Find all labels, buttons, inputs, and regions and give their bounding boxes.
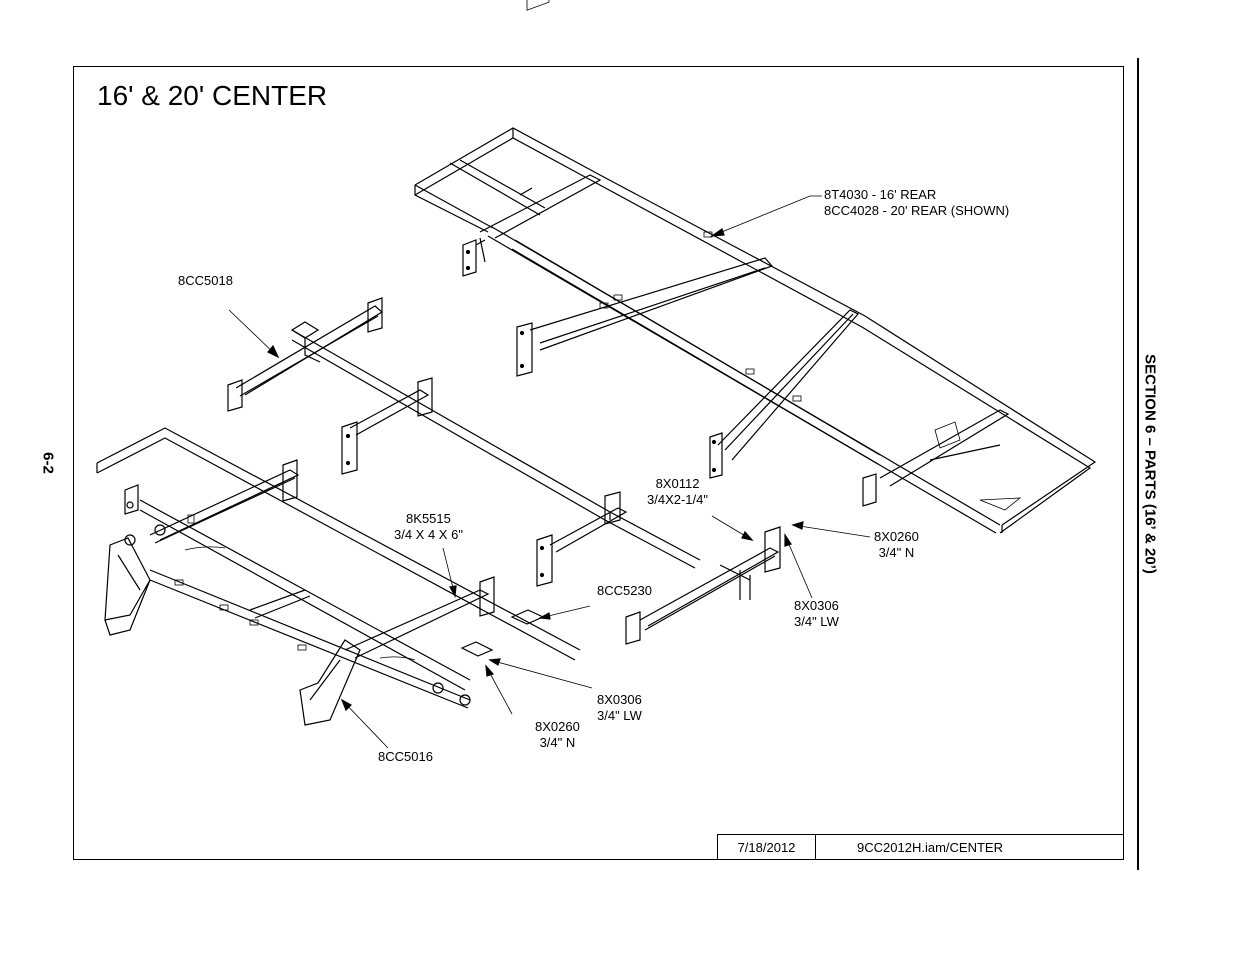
callout-8cc5018: 8CC5018 <box>178 273 233 288</box>
callout-8x0112-line2: 3/4X2-1/4" <box>647 492 708 507</box>
leader-lines <box>228 195 871 749</box>
callout-8x0306-right-line2: 3/4" LW <box>794 614 839 629</box>
callout-8x0260-left-line2: 3/4" N <box>539 735 576 750</box>
callout-8x0260-left-line1: 8X0260 <box>535 719 580 734</box>
callout-8x0260-right-line1: 8X0260 <box>874 529 919 544</box>
callout-8x0306-left-line1: 8X0306 <box>597 692 642 707</box>
callout-8x0306-left: 8X0306 3/4" LW <box>597 692 642 724</box>
callout-rear-line2: 8CC4028 - 20' REAR (SHOWN) <box>824 203 1010 218</box>
callout-rear-frame: 8T4030 - 16' REAR 8CC4028 - 20' REAR (SH… <box>824 187 1009 219</box>
callout-8k5515: 8K5515 3/4 X 4 X 6" <box>394 511 463 543</box>
drawing-file: 9CC2012H.iam/CENTER <box>857 840 1003 855</box>
front-frame-drawing <box>96 427 581 726</box>
callout-8x0260-right: 8X0260 3/4" N <box>874 529 919 561</box>
callout-8k5515-line2: 3/4 X 4 X 6" <box>394 527 463 542</box>
callout-8cc5016: 8CC5016 <box>378 749 433 764</box>
callout-8x0260-left: 8X0260 3/4" N <box>535 719 580 751</box>
margin-rule <box>1137 58 1139 870</box>
drawing-date: 7/18/2012 <box>718 835 816 860</box>
callout-8x0306-right-line1: 8X0306 <box>794 598 839 613</box>
callout-rear-line1: 8T4030 - 16' REAR <box>824 187 937 202</box>
callout-8x0112-line1: 8X0112 <box>655 476 700 491</box>
callout-8cc5230: 8CC5230 <box>597 583 652 598</box>
rear-frame-drawing <box>414 0 1097 534</box>
callout-8k5515-line1: 8K5515 <box>406 511 451 526</box>
drawing-frame <box>73 66 1124 860</box>
callout-8x0306-right: 8X0306 3/4" LW <box>794 598 839 630</box>
callout-8x0112: 8X0112 3/4X2-1/4" <box>647 476 708 508</box>
callout-8x0306-left-line2: 3/4" LW <box>597 708 642 723</box>
callout-8x0260-right-line2: 3/4" N <box>878 545 915 560</box>
page-title: 16' & 20' CENTER <box>97 80 328 111</box>
crossbeam-drawing <box>227 297 781 645</box>
title-block: 7/18/2012 9CC2012H.iam/CENTER <box>717 834 1124 860</box>
